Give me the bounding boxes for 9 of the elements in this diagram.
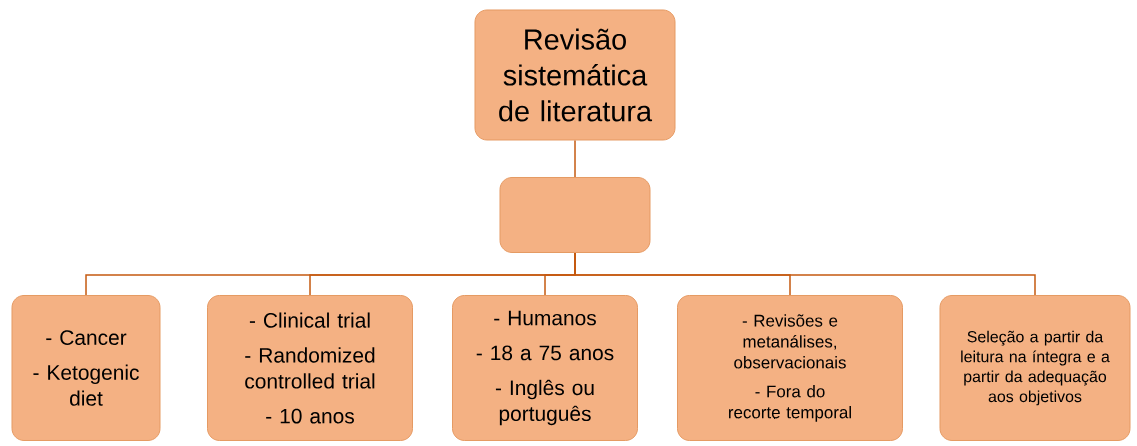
source-box bbox=[499, 177, 651, 253]
criteria-box: - Revisões e metanálises, observacionais - Fora do recorte temporal bbox=[677, 295, 903, 441]
criteria-box: - Clinical trial - Randomized controlled trial - 10 anos bbox=[207, 295, 413, 441]
title-box: Revisão sistemática de literatura bbox=[474, 9, 676, 141]
connector-line bbox=[574, 139, 576, 178]
connector-line bbox=[574, 252, 1036, 296]
criteria-box: Seleção a partir da leitura na íntegra e a partir da adequação aos objetivos bbox=[939, 295, 1131, 441]
criteria-box: - Humanos - 18 a 75 anos - Inglês ou português bbox=[452, 295, 638, 441]
criteria-box: - Cancer - Ketogenic diet bbox=[11, 295, 161, 441]
